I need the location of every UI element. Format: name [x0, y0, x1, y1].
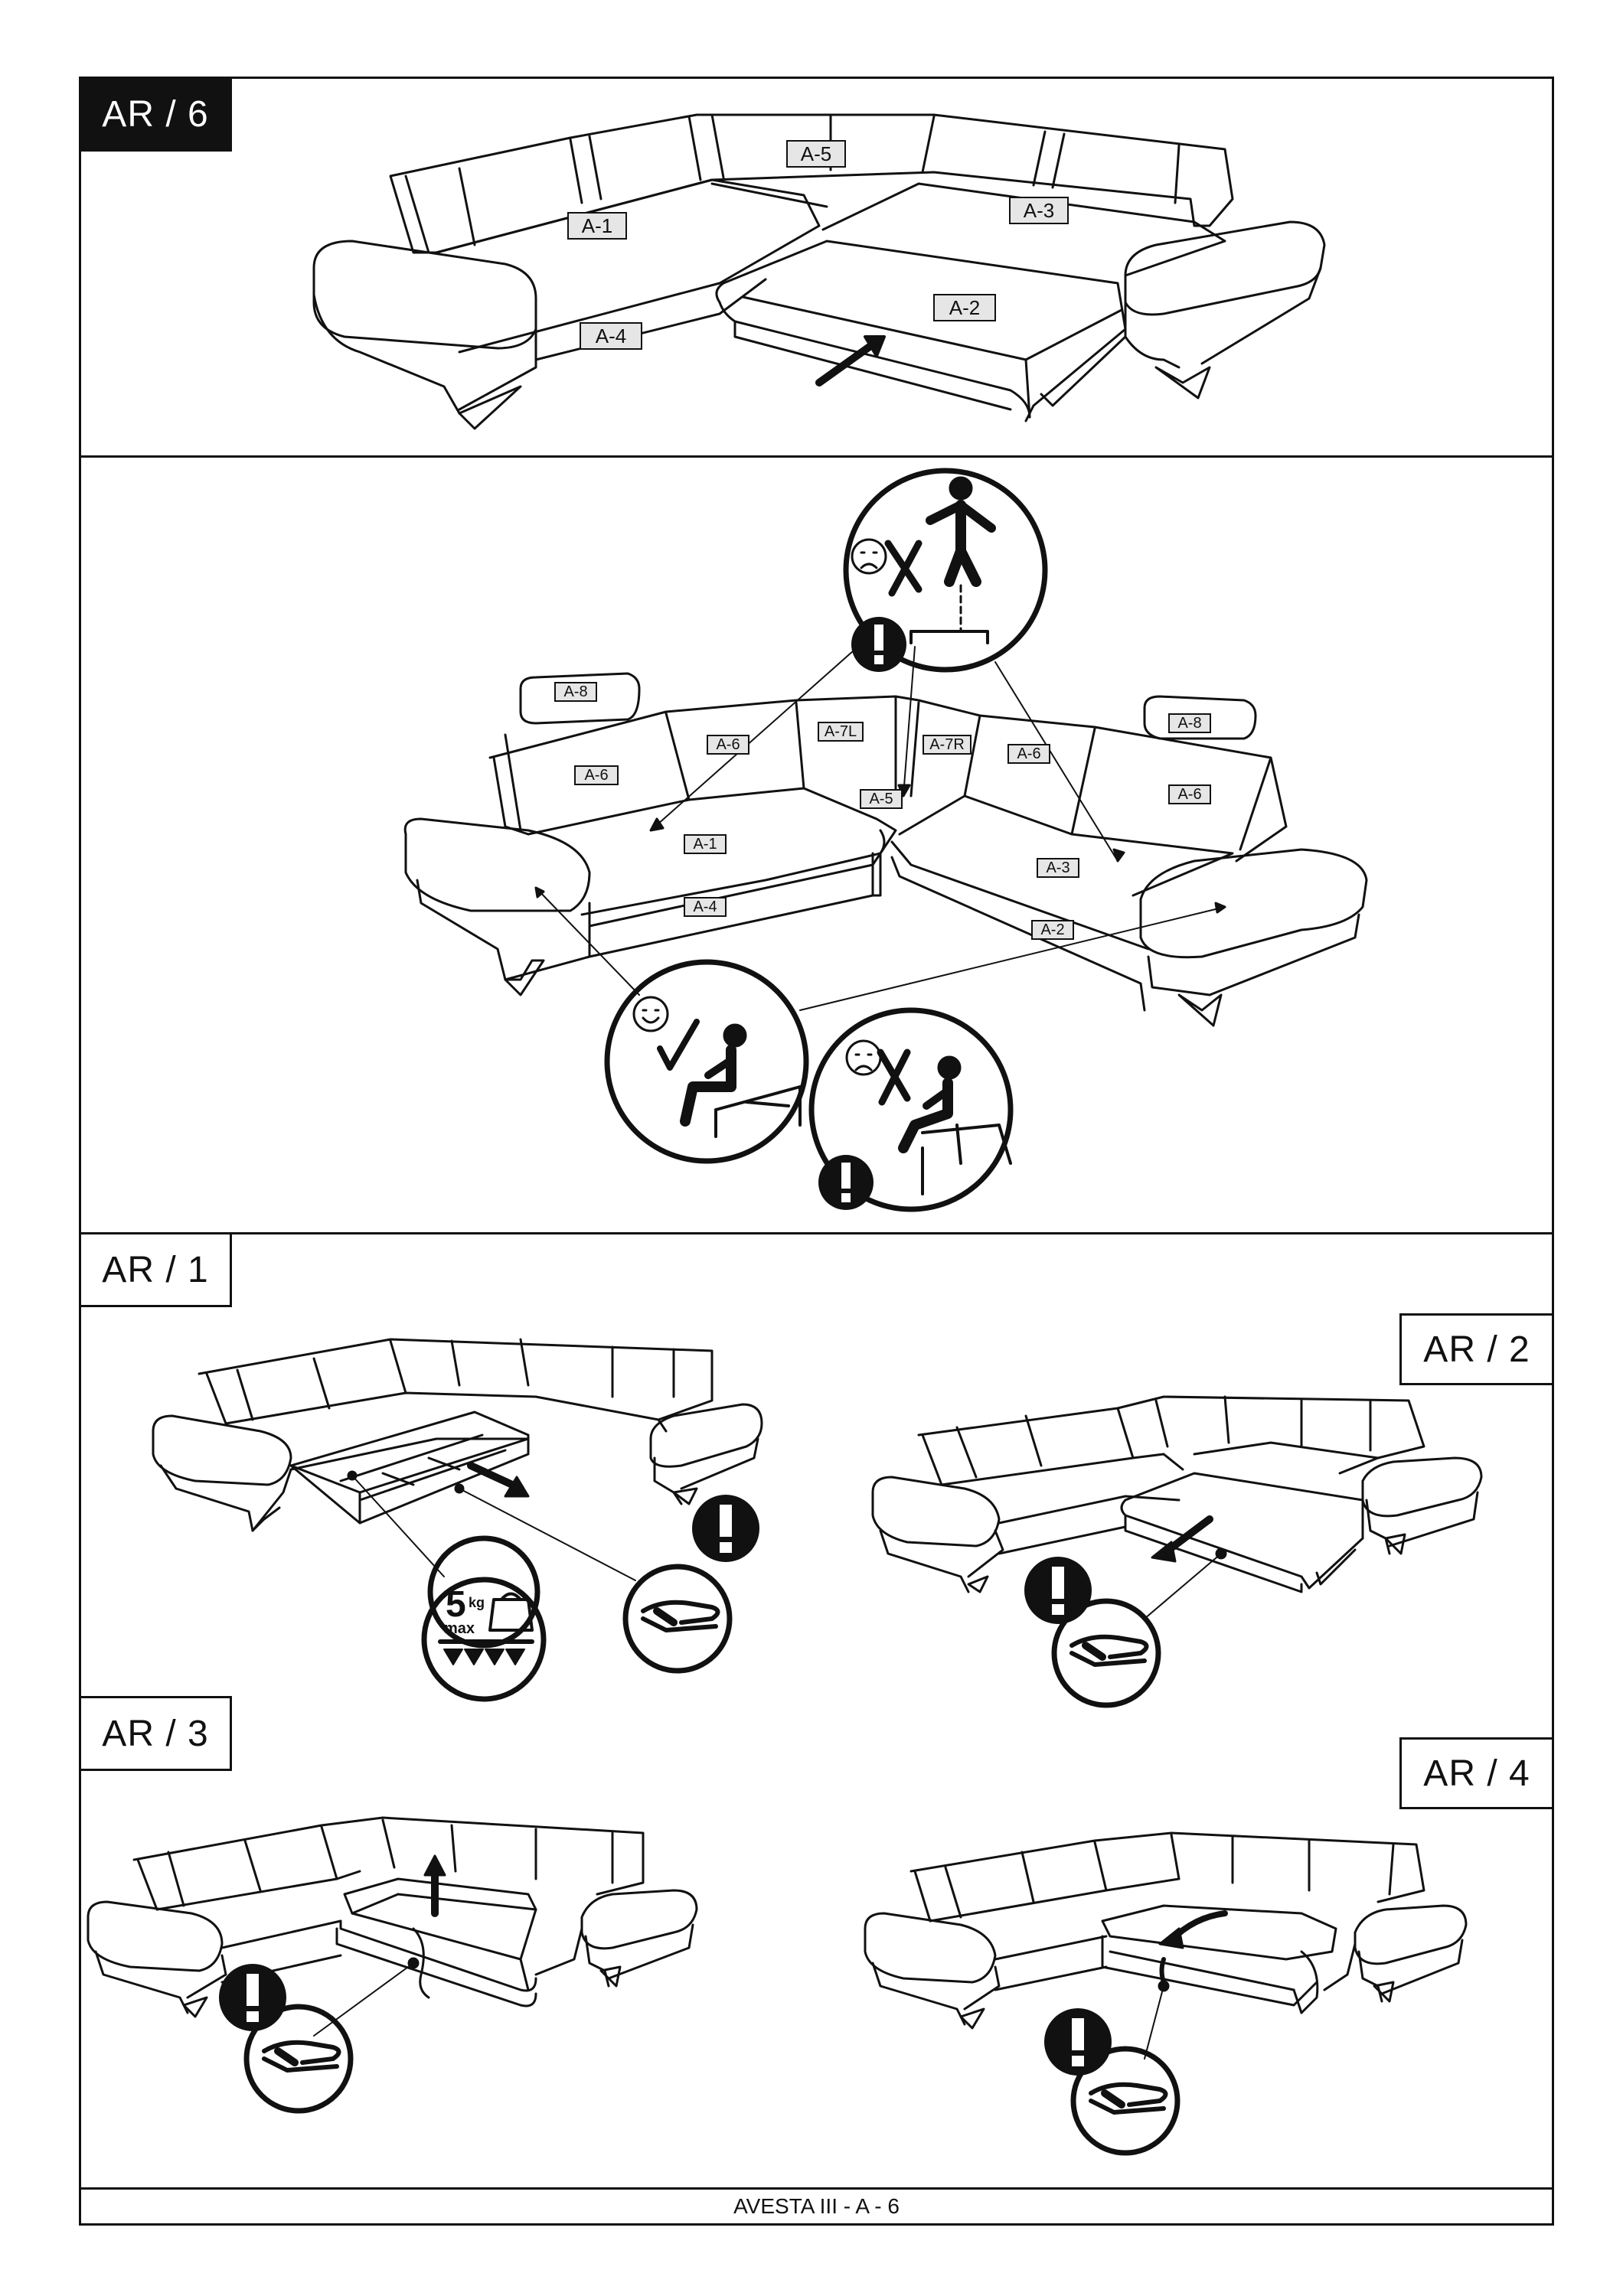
section-divider-3	[79, 2187, 1554, 2190]
part-label-a2: A-2	[933, 294, 996, 321]
part-label-a6-center-left: A-6	[707, 735, 749, 755]
weight-note: max	[444, 1620, 475, 1637]
part-label-a3: A-3	[1009, 197, 1069, 224]
part-label-a5: A-5	[786, 140, 846, 168]
section-divider-2	[79, 1232, 1554, 1234]
sofa-usage-diagram	[403, 468, 1368, 1212]
part-label-a6-center-right: A-6	[1007, 744, 1050, 764]
part-label-a4: A-4	[580, 322, 642, 350]
part-label-a1-mid: A-1	[684, 834, 727, 854]
part-label-a1: A-1	[567, 212, 627, 240]
part-label-a7r: A-7R	[923, 735, 972, 755]
weight-unit: kg	[469, 1595, 485, 1610]
sofa-ar3-lift	[87, 1816, 698, 2114]
sofa-ar4-fold	[864, 1831, 1468, 2156]
part-label-a5-mid: A-5	[860, 789, 903, 809]
step-tag-ar4: AR / 4	[1399, 1737, 1554, 1809]
part-label-a3-mid: A-3	[1037, 858, 1079, 878]
step-tag-ar2: AR / 2	[1399, 1313, 1554, 1385]
sofa-ar1-drawer	[152, 1338, 763, 1674]
step-tag-ar3: AR / 3	[79, 1696, 232, 1771]
section-divider-1	[79, 455, 1554, 458]
sofa-overview-top	[312, 113, 1326, 430]
part-label-a4-mid: A-4	[684, 897, 727, 917]
part-label-a6-left: A-6	[574, 765, 619, 785]
step-tag-ar6: AR / 6	[79, 77, 232, 152]
sofa-ar2-bed	[871, 1395, 1483, 1708]
part-label-a8-left: A-8	[554, 682, 597, 702]
part-label-a2-mid: A-2	[1031, 920, 1074, 940]
part-label-a7l: A-7L	[818, 722, 864, 742]
part-label-a6-right: A-6	[1168, 784, 1211, 804]
part-label-a8-right: A-8	[1168, 713, 1211, 733]
page-frame	[79, 77, 1554, 2226]
weight-limit-icon: 5 kg max	[421, 1577, 547, 1702]
step-tag-ar1: AR / 1	[79, 1232, 232, 1307]
page-footer: AVESTA III - A - 6	[733, 2194, 900, 2218]
weight-value: 5	[446, 1584, 466, 1625]
